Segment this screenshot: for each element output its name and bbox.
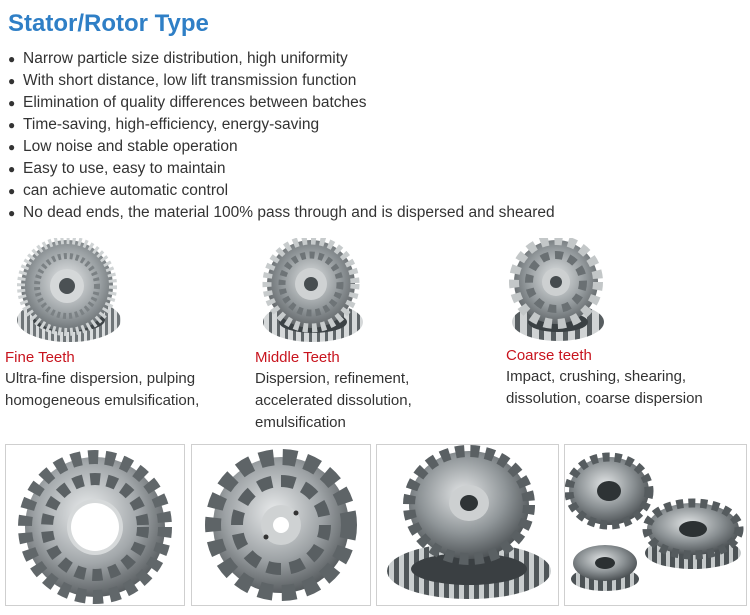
type-desc-line: emulsification	[255, 414, 346, 431]
type-title: Middle Teeth	[255, 349, 340, 366]
feature-item: ●Narrow particle size distribution, high…	[8, 48, 555, 70]
bullet-icon: ●	[8, 162, 16, 176]
feature-item: ●Easy to use, easy to maintain	[8, 158, 555, 180]
rotor-photo	[5, 444, 185, 606]
feature-item: ●Time-saving, high-efficiency, energy-sa…	[8, 114, 555, 136]
type-desc-line: Ultra-fine dispersion, pulping	[5, 370, 196, 387]
rotor-photo	[191, 444, 371, 606]
rotor-photo-image	[6, 445, 184, 605]
feature-item: ●No dead ends, the material 100% pass th…	[8, 202, 555, 224]
bullet-icon: ●	[8, 74, 16, 88]
feature-item: ●Low noise and stable operation	[8, 136, 555, 158]
type-desc-line: homogeneous emulsification,	[5, 392, 200, 409]
type-fine-teeth: Fine Teeth Ultra-fine dispersion, pulpin…	[5, 238, 199, 412]
bullet-icon: ●	[8, 118, 16, 132]
bullet-icon: ●	[8, 184, 16, 198]
fine-teeth-image	[17, 238, 121, 342]
type-desc-line: dissolution, coarse dispersion	[506, 390, 703, 407]
type-coarse-teeth: Coarse teeth Impact, crushing, shearing,…	[506, 238, 703, 410]
bullet-icon: ●	[8, 52, 16, 66]
feature-item: ●can achieve automatic control	[8, 180, 555, 202]
feature-item: ●With short distance, low lift transmiss…	[8, 70, 555, 92]
type-desc-line: accelerated dissolution,	[255, 392, 412, 409]
feature-list: ●Narrow particle size distribution, high…	[8, 48, 555, 224]
type-desc-line: Impact, crushing, shearing,	[506, 368, 687, 385]
page-title: Stator/Rotor Type	[8, 10, 209, 37]
type-desc-line: Dispersion, refinement,	[255, 370, 410, 387]
feature-item: ●Elimination of quality differences betw…	[8, 92, 555, 114]
stator-rotor-pair-photo	[376, 444, 559, 606]
type-title: Fine Teeth	[5, 349, 75, 366]
type-title: Coarse teeth	[506, 347, 592, 364]
bullet-icon: ●	[8, 206, 16, 220]
coarse-teeth-image	[509, 238, 604, 341]
middle-teeth-image	[262, 238, 363, 342]
stator-rotor-pair-image	[377, 445, 558, 605]
bullet-icon: ●	[8, 96, 16, 110]
bullet-icon: ●	[8, 140, 16, 154]
rotor-set-photo	[564, 444, 747, 606]
type-middle-teeth: Middle Teeth Dispersion, refinement, acc…	[255, 238, 412, 434]
rotor-photo-image	[192, 445, 370, 605]
rotor-set-image	[565, 445, 746, 605]
